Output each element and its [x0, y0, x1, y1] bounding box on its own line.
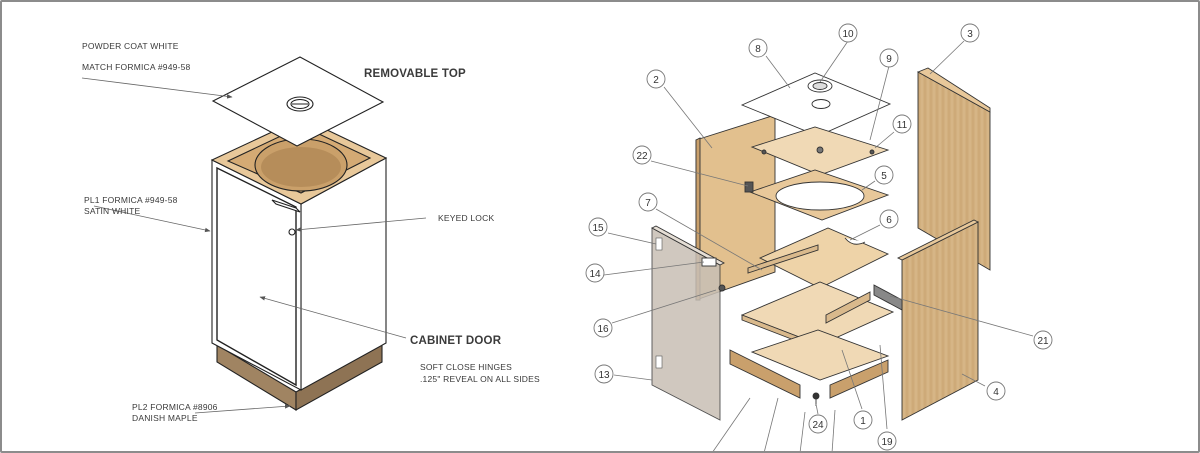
- balloon-5: 5: [874, 165, 894, 185]
- balloon-15: 15: [588, 217, 608, 237]
- assembled-cabinet: [210, 56, 388, 411]
- svg-text:21: 21: [1037, 336, 1049, 347]
- balloon-1: 1: [853, 410, 873, 430]
- svg-text:7: 7: [645, 198, 651, 209]
- balloon-9: 9: [879, 48, 899, 68]
- balloon-leaders: [603, 40, 1034, 453]
- cabinet-door: [216, 166, 297, 387]
- svg-text:8: 8: [755, 44, 761, 55]
- keyed-lock-icon: [288, 228, 296, 236]
- support-rail: [825, 291, 871, 324]
- svg-text:22: 22: [636, 151, 648, 162]
- balloon-6: 6: [879, 209, 899, 229]
- svg-text:14: 14: [589, 269, 601, 280]
- svg-text:10: 10: [842, 29, 854, 40]
- balloon-19: 19: [877, 431, 897, 451]
- left-leaders: [81, 77, 427, 414]
- svg-text:2: 2: [653, 75, 659, 86]
- bottom-shelf: [750, 329, 890, 381]
- rail-7: [747, 244, 819, 274]
- note-reveal: .125" REVEAL ON ALL SIDES: [420, 374, 540, 384]
- bracket-22: [744, 181, 754, 193]
- note-powder-coat: POWDER COAT WHITE: [82, 41, 179, 51]
- note-pl2: PL2 FORMICA #8906: [132, 402, 218, 412]
- balloon-11: 11: [892, 114, 912, 134]
- exploded-cabinet: [651, 67, 991, 421]
- svg-text:5: 5: [881, 171, 887, 182]
- balloon-24: 24: [808, 414, 828, 434]
- note-satin-white: SATIN WHITE: [84, 206, 140, 216]
- balloon-2: 2: [646, 69, 666, 89]
- note-keyed-lock: KEYED LOCK: [438, 213, 494, 223]
- balloon-8: 8: [748, 38, 768, 58]
- balloons: 10 8 9 3 2 11 22 5 7 6 15 14 21 16 4 13 …: [585, 23, 1053, 451]
- balloon-4: 4: [986, 381, 1006, 401]
- balloon-3: 3: [960, 23, 980, 43]
- balloon-10: 10: [838, 23, 858, 43]
- svg-text:24: 24: [812, 420, 824, 431]
- svg-text:1: 1: [860, 416, 866, 427]
- svg-text:19: 19: [881, 437, 893, 448]
- balloon-7: 7: [638, 192, 658, 212]
- note-soft-close: SOFT CLOSE HINGES: [420, 362, 512, 372]
- balloon-22: 22: [632, 145, 652, 165]
- svg-text:11: 11: [897, 120, 908, 131]
- note-match-formica: MATCH FORMICA #949-58: [82, 62, 191, 72]
- balloon-16: 16: [593, 318, 613, 338]
- svg-text:9: 9: [886, 54, 892, 65]
- screw-24: [812, 392, 820, 400]
- balloon-21: 21: [1033, 330, 1053, 350]
- hinge-14: [701, 257, 717, 267]
- top-latch: [271, 199, 301, 213]
- note-danish-maple: DANISH MAPLE: [132, 413, 198, 423]
- svg-text:16: 16: [597, 324, 609, 335]
- svg-text:6: 6: [886, 215, 892, 226]
- heading-removable-top: REMOVABLE TOP: [364, 68, 466, 80]
- svg-text:3: 3: [967, 29, 973, 40]
- balloon-14: 14: [585, 263, 605, 283]
- svg-text:13: 13: [598, 370, 610, 381]
- kick-front: [729, 349, 801, 399]
- svg-text:15: 15: [592, 223, 604, 234]
- drawer-slide: [873, 284, 903, 311]
- heading-cabinet-door: CABINET DOOR: [410, 335, 502, 347]
- balloon-13: 13: [594, 364, 614, 384]
- left-notes: POWDER COAT WHITE MATCH FORMICA #949-58 …: [82, 41, 540, 423]
- note-pl1: PL1 FORMICA #949-58: [84, 195, 178, 205]
- svg-text:4: 4: [993, 387, 999, 398]
